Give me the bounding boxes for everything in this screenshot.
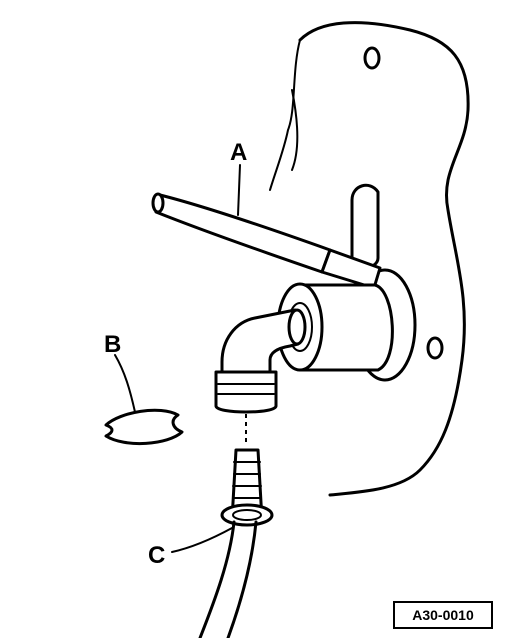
callout-c: C: [148, 542, 165, 569]
leader-c: [171, 527, 233, 553]
elbow-connector: [214, 308, 307, 414]
leader-b: [114, 354, 136, 413]
callout-a: A: [230, 139, 247, 166]
leader-a: [237, 164, 241, 216]
reference-code-box: A30-0010: [393, 601, 493, 629]
clip-b: [104, 408, 184, 446]
callout-b: B: [104, 331, 121, 358]
hose-a: [151, 192, 382, 290]
reference-code: A30-0010: [412, 607, 474, 623]
nipple-c: [198, 448, 274, 638]
